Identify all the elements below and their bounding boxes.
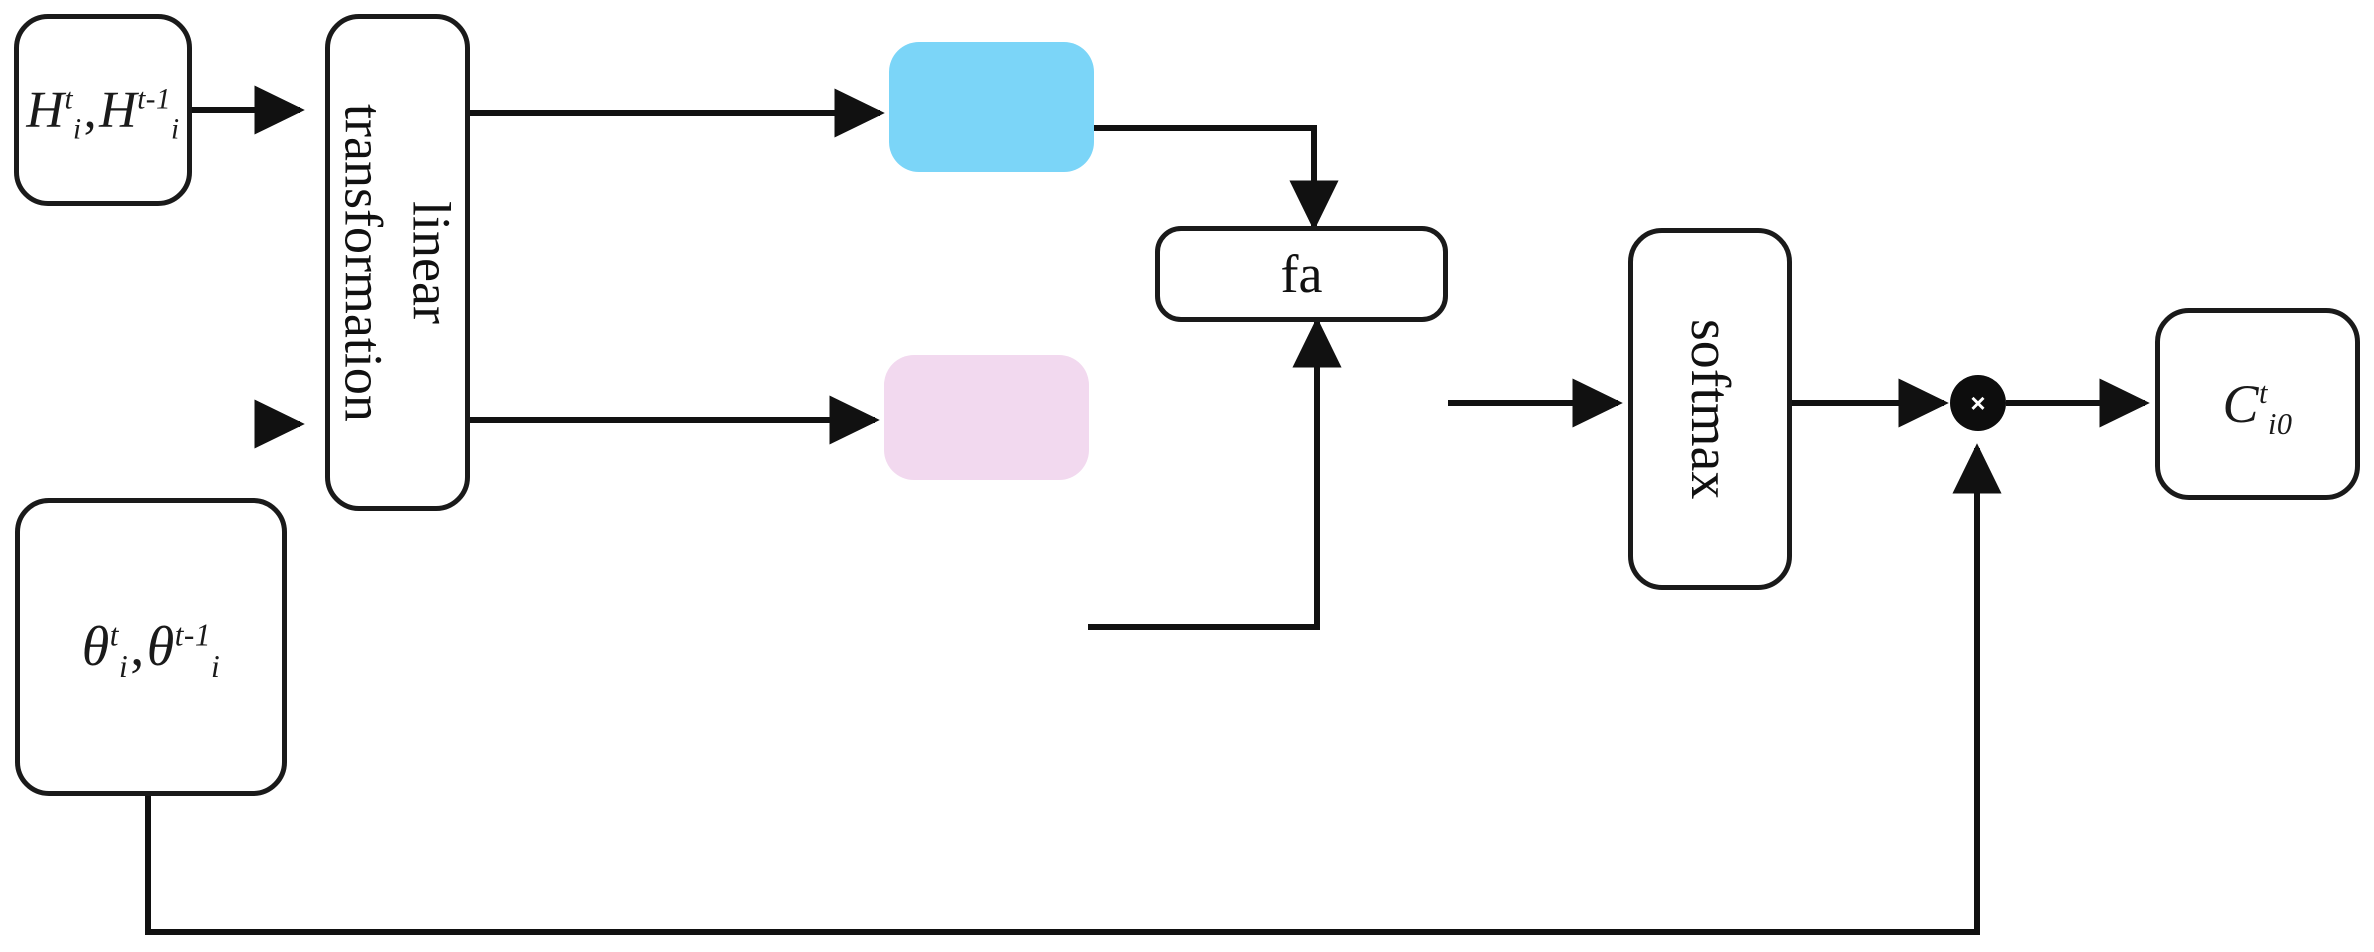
context-output-symbol: Cti0 (2222, 374, 2293, 441)
blue-feature-block[interactable] (889, 42, 1094, 172)
theta-input-box[interactable]: θti,θt-1i (15, 498, 287, 796)
softmax-text-stack: softmax (1633, 233, 1787, 585)
fa-label: fa (1280, 244, 1323, 304)
linear-transformation-text-stack: linear transformation (330, 19, 465, 506)
linear-label: linear (401, 201, 462, 324)
hidden-state-input-box[interactable]: Hti,Ht-1i (14, 14, 192, 206)
context-output-box[interactable]: Cti0 (2155, 308, 2360, 500)
multiply-glyph: × (1970, 387, 1986, 418)
edge-pink-to-fa (1088, 317, 1342, 630)
transformation-label: transformation (333, 103, 394, 422)
fa-function-box[interactable]: fa (1155, 226, 1448, 322)
theta-symbol: θti,θt-1i (81, 616, 221, 685)
linear-transformation-box[interactable]: linear transformation (325, 14, 470, 511)
multiply-operator-node[interactable]: × (1950, 375, 2006, 431)
pink-feature-block[interactable] (884, 355, 1089, 480)
hidden-state-symbol: Hti,Ht-1i (26, 81, 180, 145)
edge-blue-to-fa (1093, 125, 1339, 231)
softmax-label: softmax (1679, 318, 1741, 500)
softmax-box[interactable]: softmax (1628, 228, 1792, 590)
edge-theta-feedback-to-multiply (145, 443, 2002, 935)
